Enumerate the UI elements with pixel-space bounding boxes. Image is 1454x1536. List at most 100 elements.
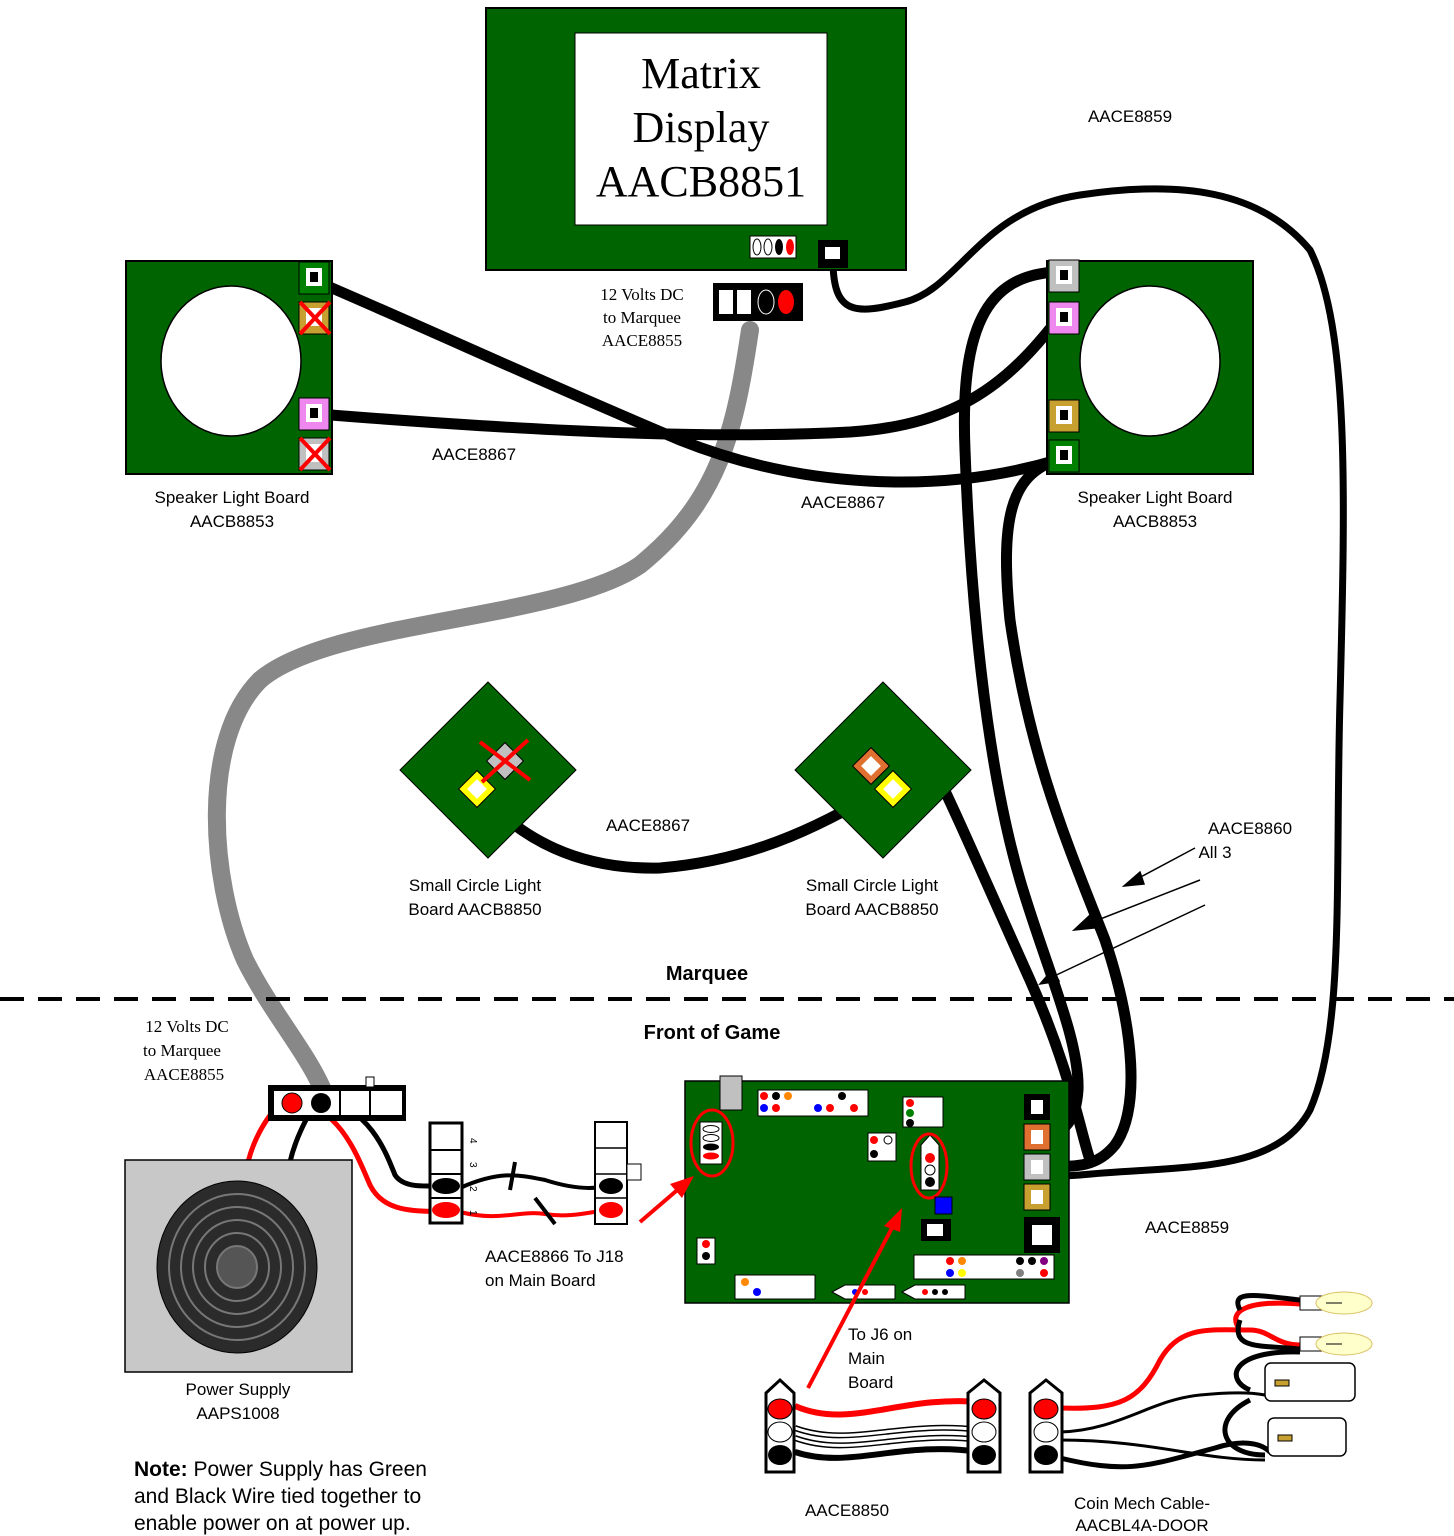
main-board-connector-stack <box>1023 1094 1051 1211</box>
note-line1-text: Power Supply has Green <box>188 1458 427 1481</box>
main-board-header-2x2 <box>902 1096 944 1128</box>
coin-black-loop <box>1222 1349 1301 1458</box>
cable-aace8860-b <box>1000 454 1137 1172</box>
main-board-header-top <box>757 1089 869 1117</box>
aace8850-white-wire-a-inner <box>794 1426 981 1437</box>
aace8866-connector-left <box>428 1121 464 1225</box>
marquee-power-top-line3: AACE8855 <box>602 331 682 350</box>
circle-board-right <box>794 681 972 859</box>
coin-mech-label-1: Coin Mech Cable- <box>1074 1494 1210 1513</box>
arrow-to-j6 <box>806 1208 902 1389</box>
power-supply-fan <box>156 1180 318 1354</box>
coin-mech-connector <box>1028 1378 1064 1474</box>
power-supply-label-1: Power Supply <box>186 1380 291 1399</box>
main-board-arrow-headers <box>830 1284 966 1300</box>
marquee-power-connector-bottom <box>268 1076 406 1121</box>
aace8850-black-wire <box>794 1446 981 1461</box>
pin-label-1: 1 <box>467 1210 478 1216</box>
marquee-power-cable <box>207 321 759 1097</box>
coin-red-wire-b <box>1233 1300 1301 1332</box>
main-board-header-3pin <box>867 1132 897 1162</box>
right-speaker-cone <box>1079 285 1221 437</box>
coin-black-wire-b <box>1235 1293 1301 1312</box>
link-wire-ends <box>508 1161 557 1226</box>
circle-right-label-1: Small Circle Light <box>806 876 939 895</box>
note-line2: and Black Wire tied together to <box>134 1485 421 1508</box>
cable-top-right-label: AACE8859 <box>1088 107 1172 126</box>
right-speaker-connector-gray <box>1048 259 1080 293</box>
matrix-display-data-connector <box>818 240 848 268</box>
cable-aace8859 <box>829 185 1347 1180</box>
note-bold: Note: <box>134 1458 188 1481</box>
main-board-header-bottom-left <box>734 1274 816 1300</box>
coin-gray-wire-b <box>1059 1438 1266 1462</box>
right-speaker-connector-pink <box>1048 301 1080 335</box>
matrix-display-line2: Display <box>633 103 770 152</box>
to-j6-label-2: Main <box>848 1349 885 1368</box>
cable-main-right-label: AACE8859 <box>1145 1218 1229 1237</box>
aace8850-white-wire-b-inner <box>794 1436 981 1447</box>
right-speaker-label-1: Speaker Light Board <box>1078 488 1233 507</box>
right-speaker-connector-gold <box>1048 399 1080 433</box>
coin-mech-label-2: AACBL4A-DOOR <box>1075 1516 1208 1535</box>
left-speaker-label-1: Speaker Light Board <box>155 488 310 507</box>
main-board-header-bottom <box>913 1254 1055 1280</box>
coin-switch-bottom <box>1267 1417 1347 1457</box>
left-speaker-label-2: AACB8853 <box>190 512 274 531</box>
coin-black-wire-main <box>1059 1440 1272 1470</box>
coin-black-wire-a <box>1235 1319 1301 1352</box>
to-j6-label-3: Board <box>848 1373 893 1392</box>
section-front-label: Front of Game <box>644 1022 781 1044</box>
cable-circle-label: AACE8867 <box>606 816 690 835</box>
coin-bulb-bottom <box>1299 1332 1373 1356</box>
aace8850-connector-right <box>966 1378 1002 1474</box>
arrow-to-j18 <box>638 1176 694 1224</box>
pin-label-4: 4 <box>467 1138 478 1144</box>
cable-8860-label-2: All 3 <box>1198 843 1231 862</box>
marquee-power-connector-top <box>713 283 803 321</box>
note-line1: Note: Power Supply has Green <box>134 1458 427 1481</box>
marquee-power-bottom-line3: AACE8855 <box>144 1065 224 1084</box>
marquee-power-top-line1: 12 Volts DC <box>600 285 683 304</box>
aace8850-connector-left <box>764 1377 796 1474</box>
j6-highlight <box>909 1132 949 1200</box>
main-board-j18-header <box>699 1121 723 1165</box>
circle-board-left <box>399 681 577 859</box>
cable-speaker-lower-label: AACE8867 <box>801 493 885 512</box>
section-marquee-label: Marquee <box>666 963 748 985</box>
coin-red-wire-a <box>1059 1327 1301 1411</box>
to-j6-label-1: To J6 on <box>848 1325 912 1344</box>
cable-8860-arrows <box>1038 847 1206 986</box>
aace8850-red-wire <box>793 1398 981 1418</box>
cable-circle-link <box>472 779 896 874</box>
aace8866-connector-right <box>594 1121 642 1225</box>
coin-switch-top <box>1264 1362 1356 1402</box>
main-board-component <box>719 1075 743 1111</box>
link-red-wire <box>459 1208 608 1219</box>
left-speaker-connector-gold-disabled <box>298 300 332 336</box>
circle-left-label-2: Board AACB8850 <box>408 900 541 919</box>
main-board-small-header-left <box>696 1237 716 1265</box>
power-supply-label-2: AAPS1008 <box>196 1404 279 1423</box>
main-board-aace8859-connector <box>921 1217 1060 1253</box>
aace8866-label-2: on Main Board <box>485 1271 596 1290</box>
right-speaker-label-2: AACB8853 <box>1113 512 1197 531</box>
link-black-wire <box>459 1173 608 1190</box>
main-board-blue-connector <box>934 1196 953 1215</box>
cable-aace8860-a <box>958 266 1084 1141</box>
matrix-display-line1: Matrix <box>641 49 761 98</box>
marquee-power-bottom-line1: 12 Volts DC <box>145 1017 228 1036</box>
matrix-display-screen <box>574 32 828 226</box>
cable-speaker-upper-label: AACE8867 <box>432 445 516 464</box>
aace8850-label: AACE8850 <box>805 1501 889 1520</box>
left-speaker-cone <box>160 285 302 437</box>
matrix-display-line3: AACB8851 <box>596 157 806 206</box>
matrix-display-power-header <box>749 235 797 259</box>
left-speaker-connector-green <box>298 261 330 295</box>
j18-highlight <box>689 1108 735 1178</box>
cable-speaker-lower <box>312 314 1063 441</box>
pin-label-3: 3 <box>467 1162 478 1168</box>
note-line3: enable power on at power up. <box>134 1512 411 1535</box>
aace8866-label-1: AACE8866 To J18 <box>485 1247 624 1266</box>
